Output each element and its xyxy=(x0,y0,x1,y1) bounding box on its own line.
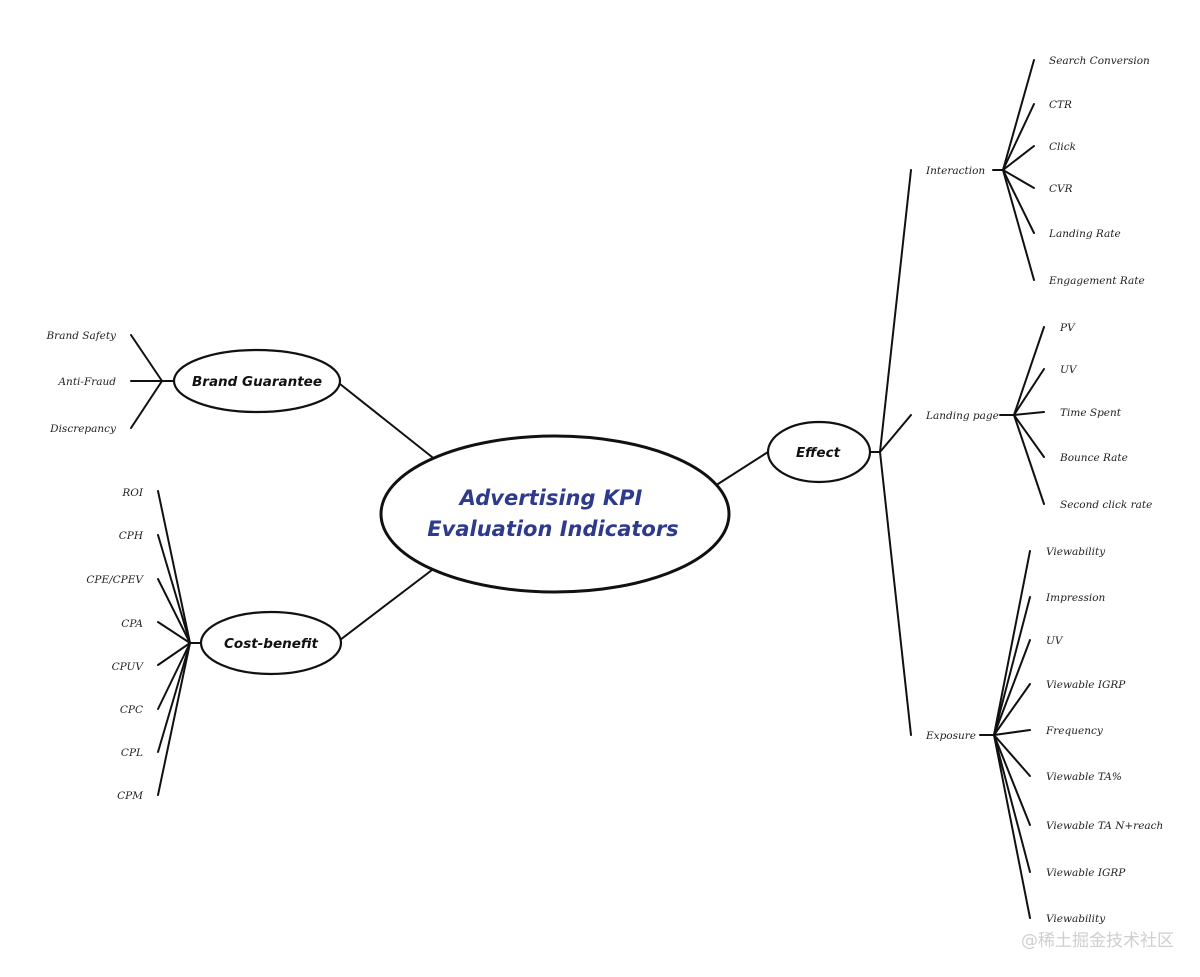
leaf-landing-rate[interactable]: Landing Rate xyxy=(1048,228,1121,240)
edge-landing-2 xyxy=(1013,368,1045,416)
leaf-cpuv[interactable]: CPUV xyxy=(112,661,145,673)
exposure-label[interactable]: Exposure xyxy=(925,730,976,742)
effect-label: Effect xyxy=(796,445,841,461)
edge-exposure-1 xyxy=(993,550,1031,736)
edge-landing-1 xyxy=(1013,326,1045,416)
edge-exposure-9 xyxy=(993,734,1031,919)
edge-interaction-5 xyxy=(1002,169,1035,234)
edge-exposure-2 xyxy=(993,596,1031,736)
connector-lines xyxy=(130,59,1045,919)
edge-cost-7 xyxy=(157,642,191,753)
edge-cost-8 xyxy=(157,642,191,796)
leaf-ctr[interactable]: CTR xyxy=(1049,99,1072,111)
edge-exposure-7 xyxy=(993,734,1031,826)
edge-exposure-8 xyxy=(993,734,1031,873)
edge-interaction-2 xyxy=(1002,103,1035,171)
leaf-viewable-igrp-2[interactable]: Viewable IGRP xyxy=(1046,867,1126,879)
leaf-frequency[interactable]: Frequency xyxy=(1045,725,1104,737)
leaf-roi[interactable]: ROI xyxy=(121,487,144,499)
effect-node[interactable]: Effect xyxy=(766,420,872,484)
center-node[interactable]: Advertising KPI Evaluation Indicators xyxy=(379,434,731,594)
leaf-viewable-ta-percent[interactable]: Viewable TA% xyxy=(1046,771,1122,783)
cost-benefit-shape xyxy=(199,610,343,676)
leaf-cpl[interactable]: CPL xyxy=(121,747,143,759)
edge-cost-1 xyxy=(157,490,191,644)
edge-landing-3 xyxy=(1013,411,1045,416)
landing-page-label[interactable]: Landing page xyxy=(925,410,999,422)
edge-exposure-4 xyxy=(993,683,1031,736)
edge-exposure-5 xyxy=(993,729,1031,736)
leaf-click[interactable]: Click xyxy=(1049,141,1076,153)
leaf-cvr[interactable]: CVR xyxy=(1049,183,1073,195)
edge-center-effect xyxy=(717,451,769,485)
leaf-bounce-rate[interactable]: Bounce Rate xyxy=(1059,452,1128,464)
edge-interaction-4 xyxy=(1002,169,1035,189)
leaf-brand-safety[interactable]: Brand Safety xyxy=(45,330,117,342)
center-title-line1: Advertising KPI xyxy=(458,486,643,510)
leaf-viewable-ta-reach[interactable]: Viewable TA N+reach xyxy=(1046,820,1163,832)
edge-cost-3 xyxy=(157,578,191,644)
edge-landing-5 xyxy=(1013,414,1045,505)
leaf-cpe-cpev[interactable]: CPE/CPEV xyxy=(86,574,144,586)
edge-brand-1 xyxy=(130,334,163,382)
leaf-cpm[interactable]: CPM xyxy=(117,790,143,802)
edge-interaction-6 xyxy=(1002,169,1035,281)
edge-effect-interaction xyxy=(879,169,912,453)
brand-guarantee-label: Brand Guarantee xyxy=(192,374,322,390)
leaf-pv[interactable]: PV xyxy=(1059,322,1076,334)
edge-center-cost xyxy=(339,569,433,641)
edge-cost-2 xyxy=(157,534,191,644)
leaf-time-spent[interactable]: Time Spent xyxy=(1060,407,1122,419)
brand-guarantee-shape xyxy=(172,348,342,414)
leaf-viewability-1[interactable]: Viewability xyxy=(1046,546,1106,558)
edge-exposure-6 xyxy=(993,734,1031,777)
leaf-anti-fraud[interactable]: Anti-Fraud xyxy=(57,376,116,388)
center-title-line2: Evaluation Indicators xyxy=(427,517,678,541)
edge-cost-5 xyxy=(157,642,191,666)
edge-effect-landing xyxy=(879,414,912,453)
brand-guarantee-node[interactable]: Brand Guarantee xyxy=(172,348,342,414)
edge-effect-exposure xyxy=(879,451,912,736)
cost-benefit-node[interactable]: Cost-benefit xyxy=(199,610,343,676)
leaf-discrepancy[interactable]: Discrepancy xyxy=(49,423,117,435)
edge-exposure-3 xyxy=(993,639,1031,736)
effect-shape xyxy=(766,420,872,484)
leaf-uv[interactable]: UV xyxy=(1060,364,1078,376)
leaf-impression[interactable]: Impression xyxy=(1045,592,1106,604)
leaf-viewability-2[interactable]: Viewability xyxy=(1046,913,1106,925)
edge-cost-4 xyxy=(157,621,191,644)
center-node-shape xyxy=(379,434,731,594)
cost-benefit-label: Cost-benefit xyxy=(224,636,318,652)
edge-interaction-1 xyxy=(1002,59,1035,171)
leaf-cph[interactable]: CPH xyxy=(119,530,144,542)
interaction-label[interactable]: Interaction xyxy=(925,165,985,177)
edge-brand-3 xyxy=(130,380,163,429)
leaf-viewable-igrp-1[interactable]: Viewable IGRP xyxy=(1046,679,1126,691)
edge-cost-6 xyxy=(157,642,191,710)
watermark-text: @稀土掘金技术社区 xyxy=(1021,931,1174,951)
leaf-cpc[interactable]: CPC xyxy=(120,704,143,716)
leaf-cpa[interactable]: CPA xyxy=(121,618,143,630)
leaf-engagement-rate[interactable]: Engagement Rate xyxy=(1048,275,1145,287)
leaf-second-click-rate[interactable]: Second click rate xyxy=(1060,499,1152,511)
leaf-exposure-uv[interactable]: UV xyxy=(1046,635,1064,647)
edge-interaction-3 xyxy=(1002,145,1035,171)
edge-landing-4 xyxy=(1013,414,1045,458)
leaf-search-conversion[interactable]: Search Conversion xyxy=(1049,55,1150,67)
edge-center-brand xyxy=(339,383,433,458)
